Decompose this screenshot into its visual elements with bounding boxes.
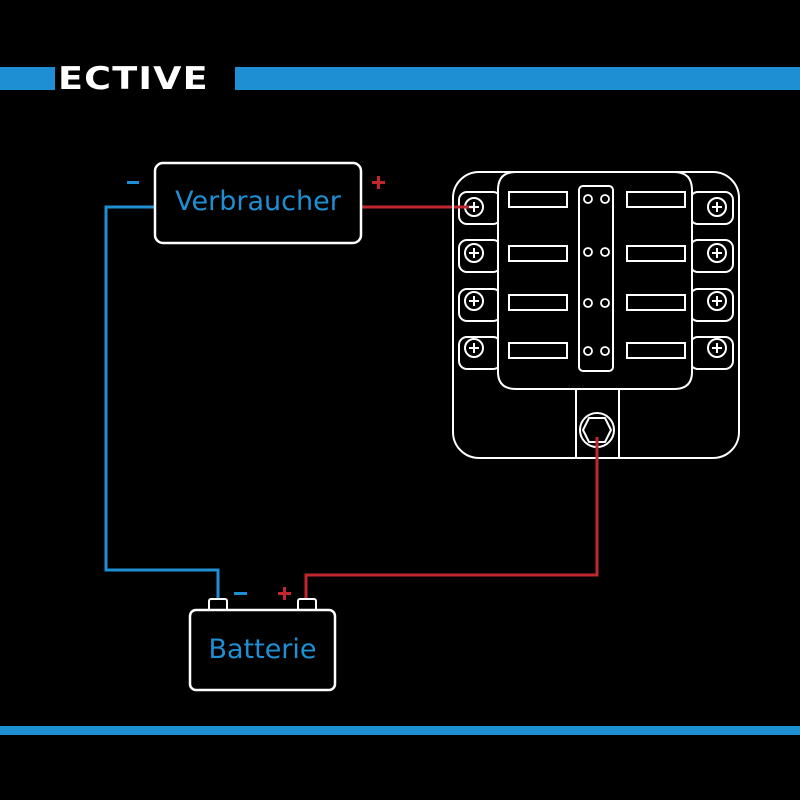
screw-icons (464, 197, 727, 358)
battery-body (188, 608, 337, 692)
load-box (153, 161, 363, 245)
input-stud-hex-nut (581, 417, 613, 443)
logo-background (55, 62, 235, 96)
screw-icon (464, 291, 484, 311)
screw-icon (707, 291, 727, 311)
terminals-right (689, 191, 734, 370)
bus-bar-contacts (583, 194, 610, 356)
battery (188, 587, 337, 692)
screw-icon (707, 338, 727, 358)
negative-wire (104, 205, 220, 600)
footer-bar (0, 726, 800, 735)
battery-label: Batterie (208, 634, 317, 665)
fuse-slots (508, 191, 686, 359)
screw-icon (464, 243, 484, 263)
bus-bar (578, 185, 614, 372)
positive-supply-wire (304, 437, 599, 600)
battery-positive-sign (278, 587, 291, 600)
fuse-box-inner-panel (497, 171, 693, 390)
load-label: Verbraucher (175, 186, 341, 217)
screw-icon (707, 197, 727, 217)
load-negative-sign (127, 181, 139, 184)
screw-icon (707, 243, 727, 263)
battery-negative-sign (234, 592, 247, 595)
screw-icon (464, 338, 484, 358)
brand-logo: ECTIVE (58, 61, 209, 97)
fuse-box (452, 171, 740, 459)
load-positive-sign (372, 176, 385, 189)
